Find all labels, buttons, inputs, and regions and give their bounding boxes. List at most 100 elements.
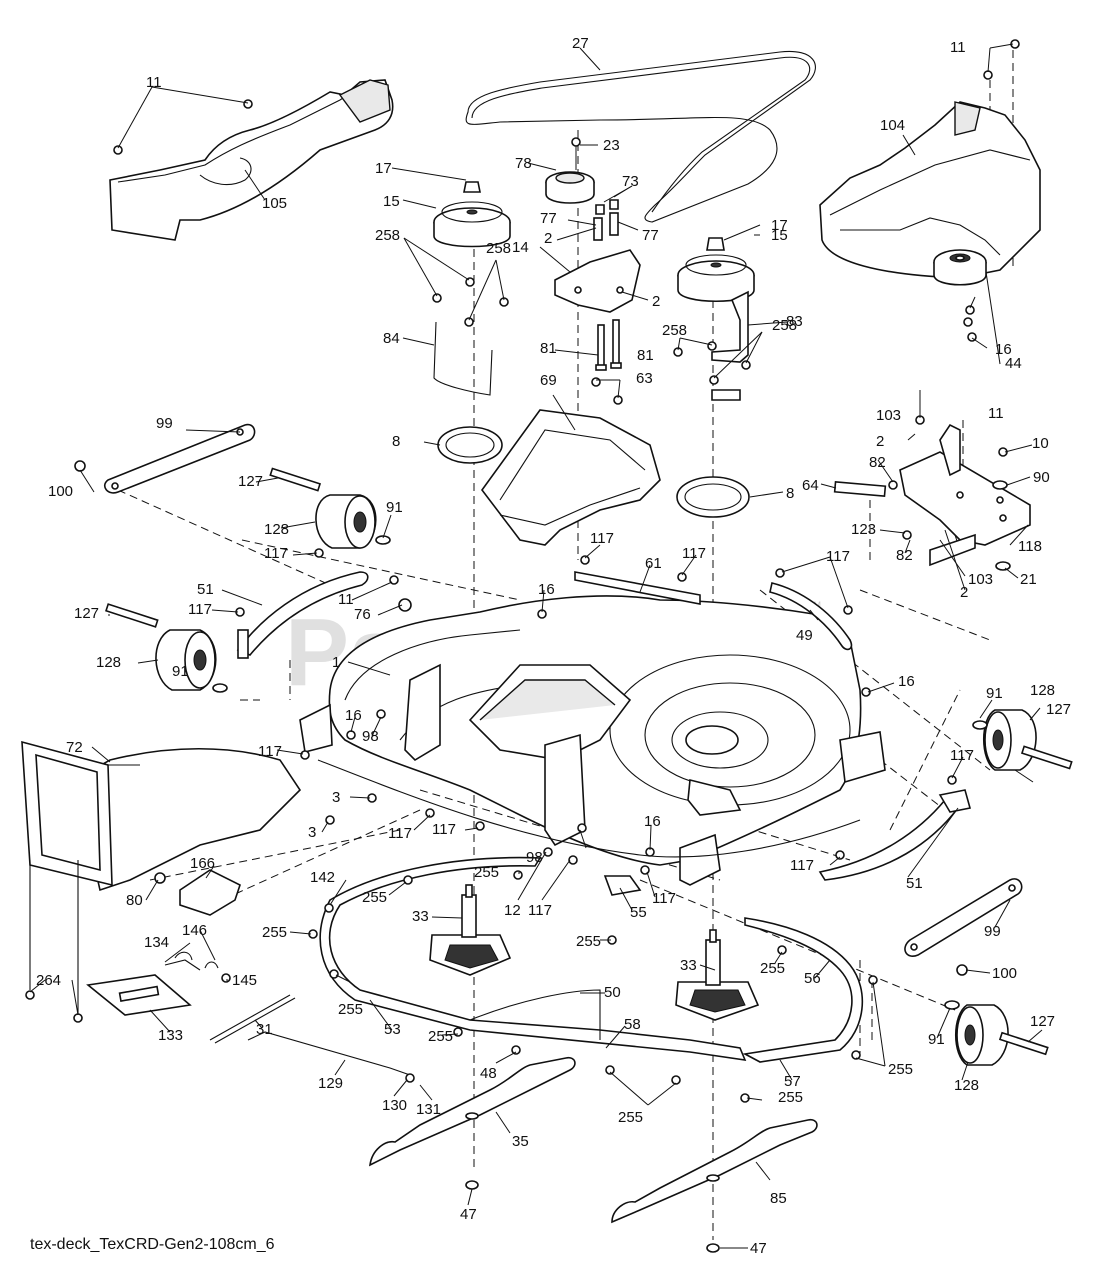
callout-15: 15 [771,227,788,244]
callout-56: 56 [804,970,821,987]
idler-pulley-78 [545,137,595,204]
blade-35 [369,1056,576,1190]
callout-117: 117 [188,601,212,618]
callout-255: 255 [760,960,785,977]
callout-145: 145 [232,972,257,989]
callout-255: 255 [576,933,601,950]
callout-17: 17 [375,160,392,177]
callout-117: 117 [388,825,412,842]
callout-84: 84 [383,330,400,347]
callout-77: 77 [540,210,557,227]
callout-2: 2 [876,433,884,450]
callout-81: 81 [540,340,557,357]
fasteners [113,39,1020,1103]
callout-81: 81 [637,347,654,364]
callout-73: 73 [622,173,639,190]
callout-258: 258 [486,240,511,257]
callout-255: 255 [778,1089,803,1106]
callout-129: 129 [318,1075,343,1092]
diagram-caption: tex-deck_TexCRD-Gen2-108cm_6 [30,1236,275,1253]
callout-78: 78 [515,155,532,172]
callout-264: 264 [36,972,61,989]
callout-127: 127 [1030,1013,1055,1030]
callout-117: 117 [258,743,282,760]
callout-127: 127 [74,605,99,622]
callout-35: 35 [512,1133,529,1150]
callout-77: 77 [642,227,659,244]
callout-258: 258 [662,322,687,339]
wheel-128-bottomright [944,1000,1049,1066]
callout-15: 15 [383,193,400,210]
callout-91: 91 [172,663,189,680]
callout-99: 99 [156,415,173,432]
baffle-51-right [818,789,972,881]
callout-3: 3 [332,789,340,806]
spindle-33-left [429,884,512,976]
drive-belt-27 [465,50,816,223]
callout-82: 82 [896,547,913,564]
callout-91: 91 [986,685,1003,702]
callout-142: 142 [310,869,335,886]
callout-12: 12 [504,902,521,919]
idler-bracket-118 [833,423,1031,571]
idler-pulley-44 [933,249,987,342]
wheel-arm-99-bottom [904,878,1023,976]
callout-33: 33 [680,957,697,974]
linkage-parts [25,860,415,1083]
callout-16: 16 [538,581,555,598]
callout-14: 14 [512,239,529,256]
callout-117: 117 [432,821,456,838]
callout-83: 83 [786,313,803,330]
callout-11: 11 [950,39,966,56]
callout-100: 100 [48,483,73,500]
callout-98: 98 [362,728,379,745]
callout-98: 98 [526,849,543,866]
discharge-chute-72 [21,740,302,892]
bolts-81 [595,319,622,371]
callout-48: 48 [480,1065,497,1082]
blade-85 [611,1118,818,1253]
callout-104: 104 [880,117,905,134]
spindle-33-right [675,929,760,1021]
callout-33: 33 [412,908,429,925]
callout-85: 85 [770,1190,787,1207]
callout-10: 10 [1032,435,1049,452]
pulley-15-left [433,181,511,248]
callout-11: 11 [146,74,162,91]
callout-99: 99 [984,923,1001,940]
callout-numbers: 1110527237873171577772142171511104258258… [36,35,1071,1257]
callout-117: 117 [528,902,552,919]
callout-47: 47 [460,1206,477,1223]
callout-51: 51 [906,875,923,892]
callout-16: 16 [995,341,1012,358]
idler-arm-14 [554,199,641,313]
callout-31: 31 [256,1021,273,1038]
callout-255: 255 [888,1061,913,1078]
callout-21: 21 [1020,571,1037,588]
callout-69: 69 [540,372,557,389]
callout-11: 11 [338,591,354,608]
wheel-128-topleft [269,467,391,549]
callout-82: 82 [869,454,886,471]
callout-117: 117 [950,747,974,764]
callout-117: 117 [264,545,288,562]
baffle-49-right [769,582,853,651]
callout-1: 1 [332,654,340,671]
callout-63: 63 [636,370,653,387]
callout-255: 255 [428,1028,453,1045]
baffle-51-left [236,571,369,659]
callout-117: 117 [826,548,850,565]
callout-91: 91 [386,499,403,516]
wheel-128-midleft [105,603,228,693]
callout-16: 16 [345,707,362,724]
callout-255: 255 [262,924,287,941]
callout-118: 118 [1018,538,1042,555]
callout-105: 105 [262,195,287,212]
callout-255: 255 [338,1001,363,1018]
belt-cover-left-105 [109,79,394,241]
callout-44: 44 [1005,355,1022,372]
callout-2: 2 [652,293,660,310]
callout-255: 255 [474,864,499,881]
callout-80: 80 [126,892,143,909]
